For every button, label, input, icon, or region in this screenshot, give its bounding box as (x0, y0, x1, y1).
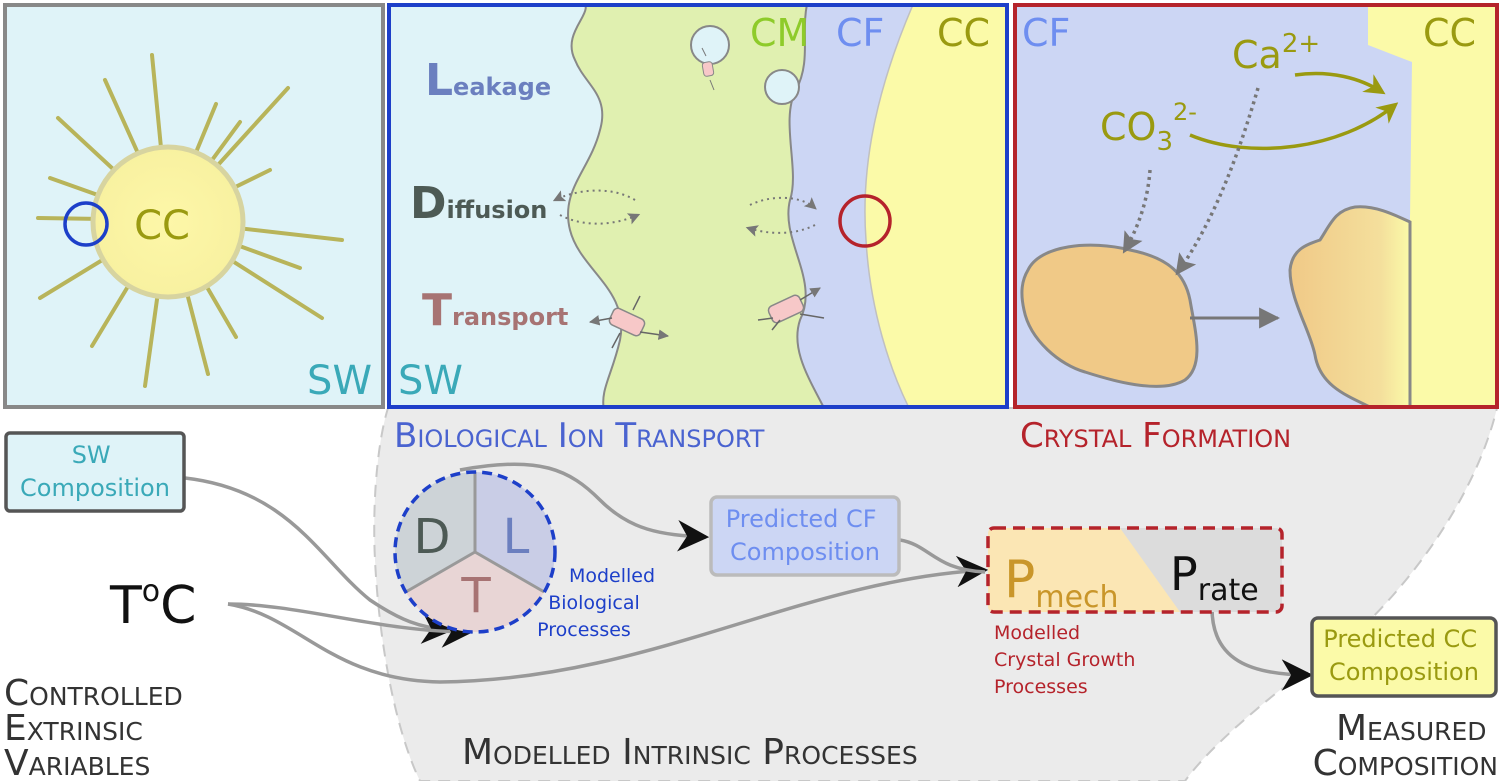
diffusion-arrows (552, 189, 817, 237)
vesicle-fusing (764, 69, 800, 105)
predicted-cc-box: Predicted CC Composition (1310, 616, 1498, 698)
transporter-1 (588, 295, 670, 349)
calcium-to-crystal-arrow (1294, 71, 1386, 95)
calcium-ion: Ca2+ (1232, 29, 1320, 77)
crystal-model-box: Pmech Prate (986, 526, 1284, 615)
crystal-model-caption: Modelled Crystal Growth Processes (994, 622, 1141, 698)
calcium-carbonate-region (864, 5, 1007, 407)
p-rate-label: Prate (1170, 547, 1259, 608)
predicted-cf-box: Predicted CF Composition (709, 495, 901, 577)
sw-label-bio: SW (398, 358, 463, 404)
cm-label: CM (750, 11, 809, 55)
carbonate-ion: CO32- (1100, 98, 1197, 157)
bio-transport-title: Biological Ion Transport (394, 416, 765, 456)
temperature-label: ToC (109, 574, 196, 636)
leakage-label: Leakage (425, 55, 551, 106)
crystal-surface (1368, 5, 1497, 220)
calcium-to-nucleus-arrow (1175, 87, 1260, 276)
crystal-formation-title: Crystal Formation (1020, 416, 1291, 456)
zoom-indicator-blue (63, 201, 109, 247)
p-mech-label: Pmech (1004, 550, 1119, 615)
bio-model-pie: D L T (393, 470, 557, 634)
modelled-intrinsic-region (373, 407, 1499, 781)
pie-segment-t: T (460, 568, 491, 624)
svg-text:Predicted CF Composition: Predicted CF Composition (726, 505, 885, 566)
vesicle-top (690, 25, 730, 65)
carbonate-to-nucleus-arrow (1122, 169, 1152, 254)
measured-composition-title: Measured Composition (1313, 708, 1498, 781)
svg-text:Predicted CC Composition: Predicted CC Composition (1323, 625, 1484, 686)
cf-label-bio: CF (836, 11, 884, 55)
panel-biological-transport: CM CF CC SW Leakage Diffusion Transport (387, 3, 1009, 409)
pie-segment-d: D (414, 509, 451, 565)
transporter-2 (757, 287, 825, 331)
transport-label: Transport (422, 285, 568, 336)
diffusion-label: Diffusion (410, 178, 547, 229)
controlled-extrinsic-title: Controlled Extrinsic Variables (4, 673, 194, 781)
cf-label-crystal: CF (1022, 11, 1070, 55)
cc-label-bio: CC (937, 11, 990, 55)
cc-label-crystal: CC (1423, 11, 1476, 55)
svg-text:SW Composition: SW Composition (20, 441, 170, 502)
bio-model-caption: Modelled Biological Processes (537, 565, 661, 641)
organism-sw-label: SW (307, 358, 372, 404)
flow-arrows (184, 462, 1314, 691)
carbonate-to-crystal-arrow (1189, 102, 1399, 151)
sw-composition-box: SW Composition (4, 431, 186, 513)
zoom-indicator-red (838, 194, 892, 248)
organism-cc-label: CC (134, 203, 190, 249)
pie-segment-l: L (503, 509, 530, 565)
calcifying-center-sphere (90, 144, 246, 300)
modelled-intrinsic-title: Modelled Intrinsic Processes (462, 732, 918, 773)
panel-crystal-formation: Ca2+ CO32- CF CC (1013, 3, 1499, 409)
panel-organism: CC SW (3, 3, 385, 409)
crystal-grown (1288, 205, 1412, 409)
